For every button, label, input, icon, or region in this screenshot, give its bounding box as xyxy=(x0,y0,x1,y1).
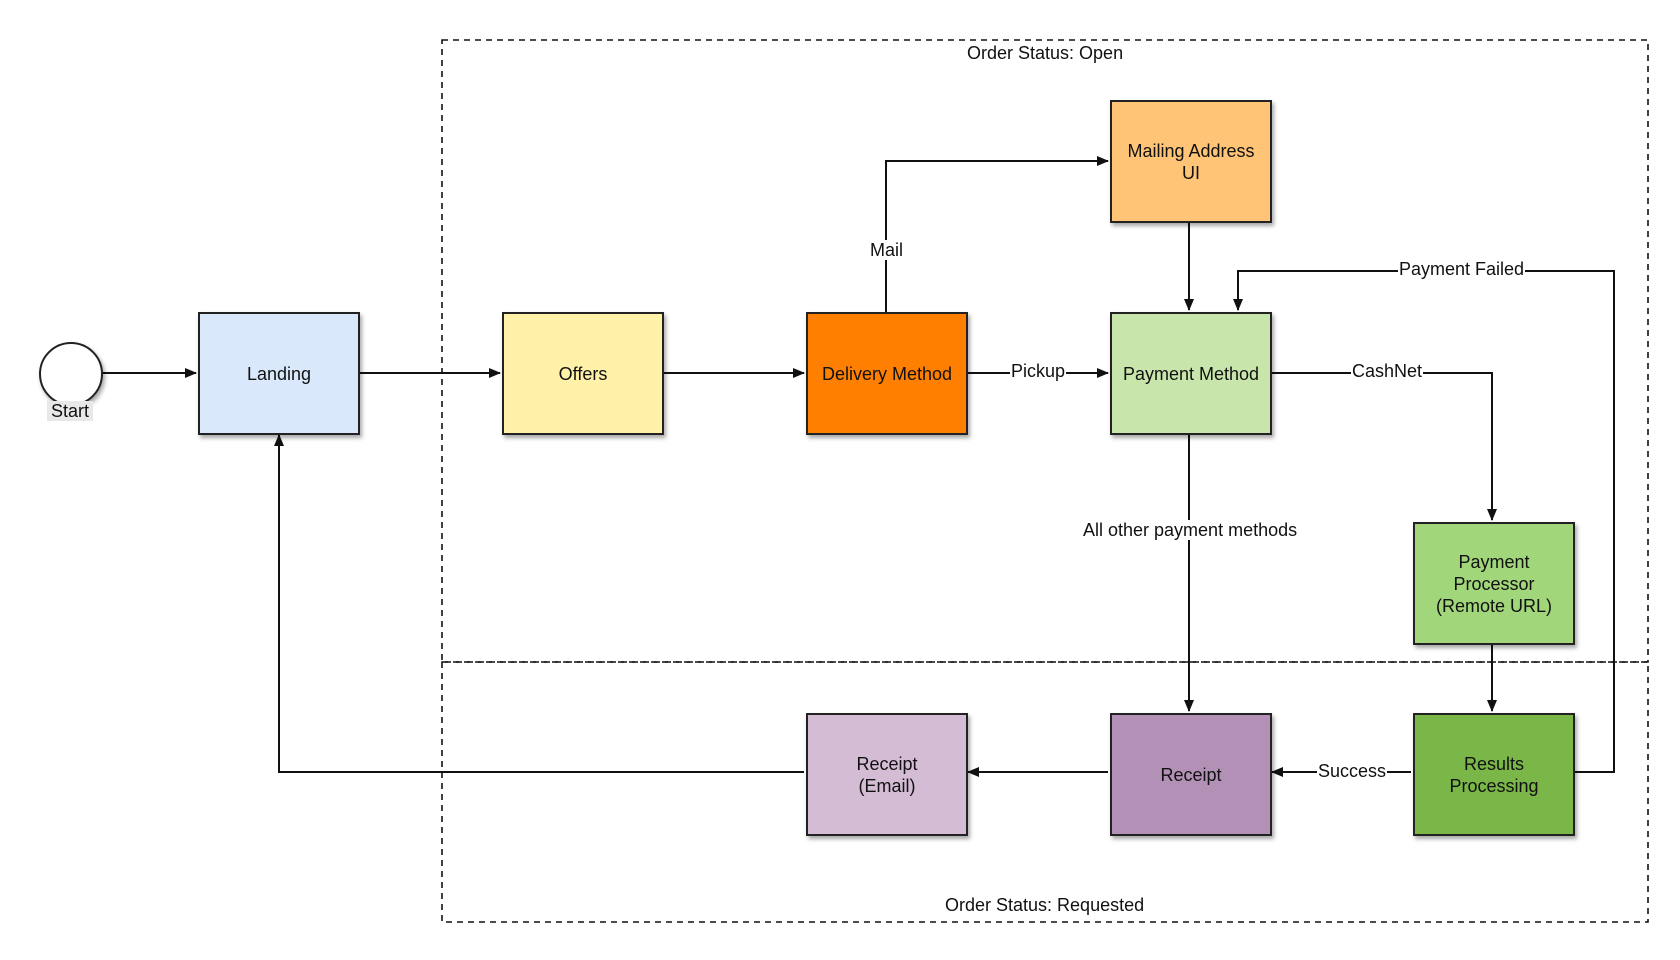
edge-label-cashnet: CashNet xyxy=(1351,361,1424,381)
edge-label-success: Success xyxy=(1317,761,1388,781)
group-order-requested-border xyxy=(441,661,1649,923)
edge-label-mail: Mail xyxy=(869,240,905,260)
edge-delivery-to-mailing xyxy=(885,156,1109,312)
group-title-order-requested: Order Status: Requested xyxy=(945,895,1145,915)
node-mailing-address-ui: Mailing Address UI xyxy=(1110,100,1272,223)
node-offers: Offers xyxy=(502,312,664,435)
node-receipt-email: Receipt (Email) xyxy=(806,713,968,836)
edge-label-payment-failed: Payment Failed xyxy=(1398,259,1526,279)
edge-receipt-email-to-landing xyxy=(274,434,804,773)
node-receipt: Receipt xyxy=(1110,713,1272,836)
edge-label-all-other-payment-methods: All other payment methods xyxy=(1082,520,1299,540)
edge-label-pickup: Pickup xyxy=(1010,361,1067,381)
edge-payment-method-to-processor xyxy=(1270,372,1497,521)
node-payment-method: Payment Method xyxy=(1110,312,1272,435)
group-title-order-open: Order Status: Open xyxy=(967,43,1124,63)
node-delivery-method: Delivery Method xyxy=(806,312,968,435)
node-payment-processor: Payment Processor (Remote URL) xyxy=(1413,522,1575,645)
start-event-circle xyxy=(39,342,103,406)
start-event-label: Start xyxy=(47,401,94,421)
edge-results-to-payment-method xyxy=(1233,270,1615,773)
group-order-open-border xyxy=(441,39,1649,663)
node-landing: Landing xyxy=(198,312,360,435)
node-results-processing: Results Processing xyxy=(1413,713,1575,836)
